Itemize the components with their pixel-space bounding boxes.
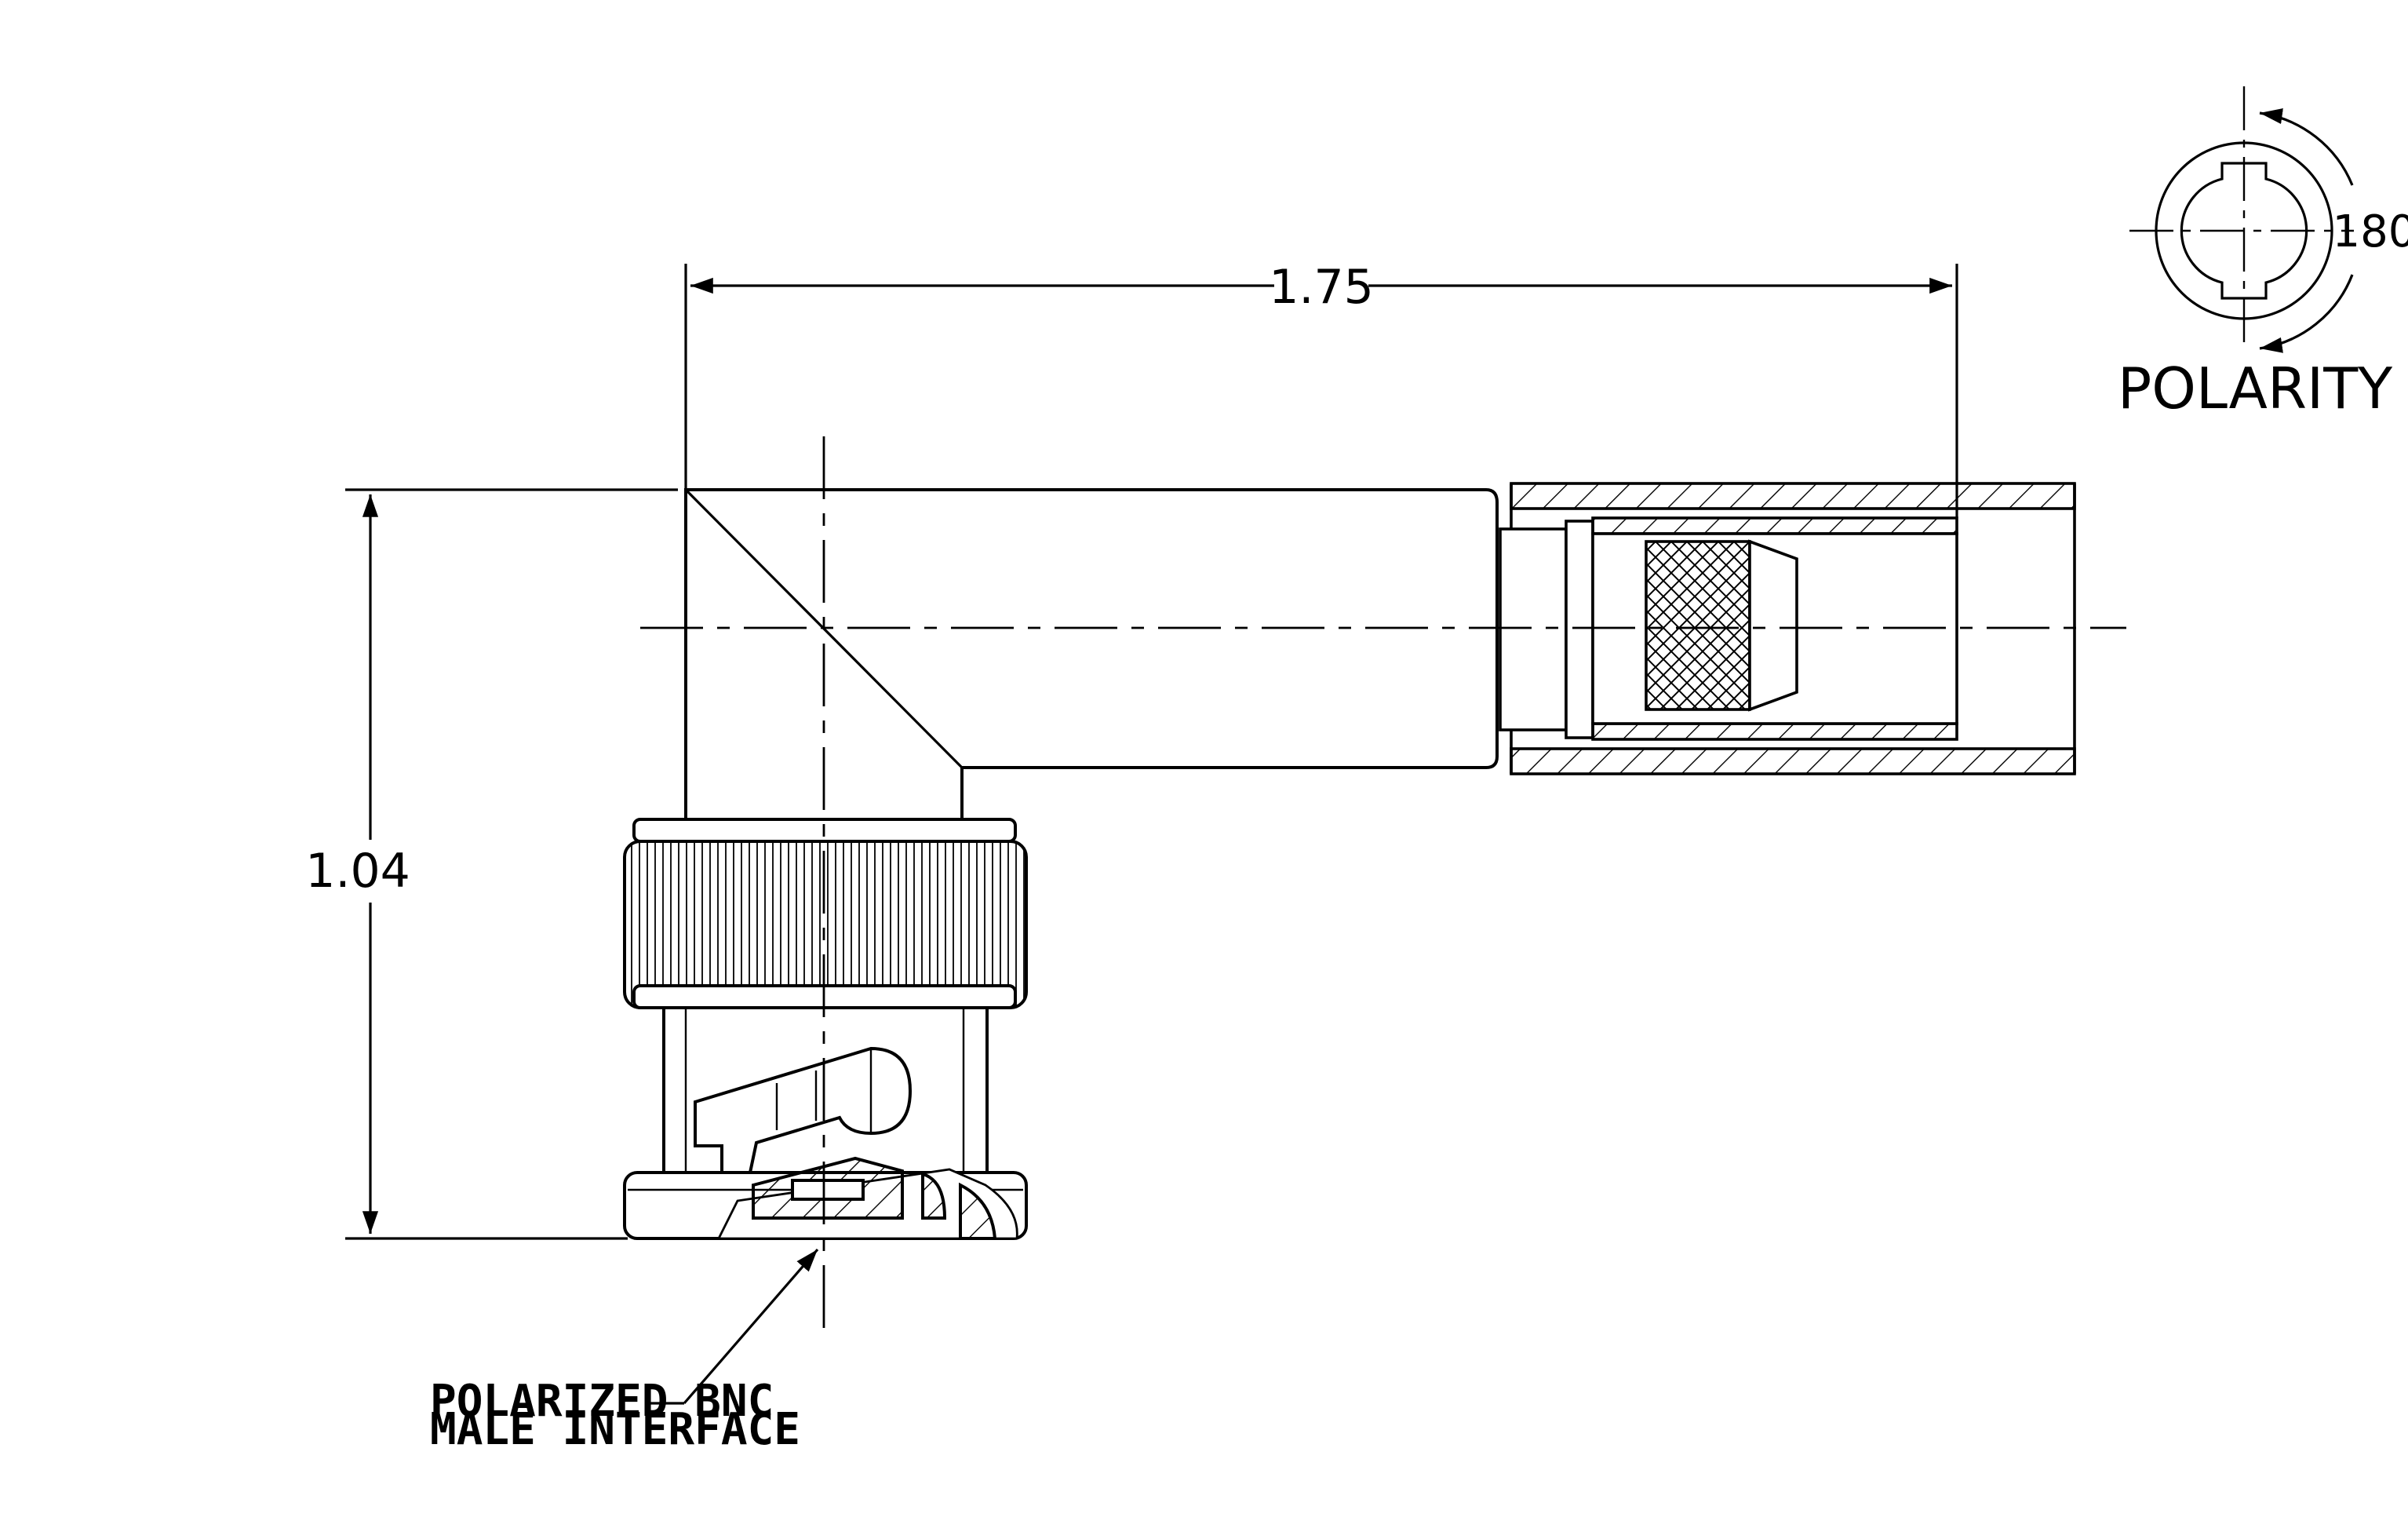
callout-leader	[650, 1248, 819, 1405]
dimension-height-label: 1.04	[305, 844, 410, 899]
polarity-detail	[2129, 86, 2354, 353]
cable-housing	[1499, 482, 2076, 775]
elbow-body	[684, 488, 1499, 821]
dimension-length	[684, 264, 1958, 518]
front-interface	[623, 1156, 1028, 1240]
center-lines	[640, 436, 2126, 1334]
dimension-height	[345, 488, 678, 1240]
callout-line-1: POLARIZED BNC	[430, 1376, 774, 1427]
dimension-length-label: 1.75	[1269, 260, 1374, 315]
polarity-label: POLARITY	[2118, 356, 2393, 421]
polarity-angle-label: 180°	[2333, 206, 2408, 257]
bayonet-sleeve	[662, 1006, 989, 1174]
callout-line-2: MALE INTERFACE	[430, 1404, 800, 1455]
coupling-nut	[623, 818, 1028, 1009]
